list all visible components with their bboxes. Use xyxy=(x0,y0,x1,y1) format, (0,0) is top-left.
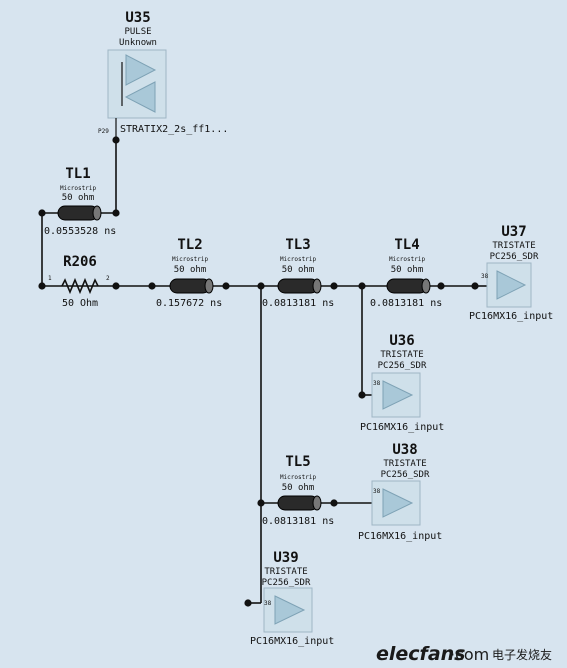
tl5-transmission-line[interactable]: TL5 Microstrip 50 ohm 0.0813181 ns xyxy=(257,454,338,527)
tl4-node-left xyxy=(358,282,366,290)
tl3-delay: 0.0813181 ns xyxy=(262,298,334,309)
tl1-body xyxy=(57,205,99,221)
u39-pin-node xyxy=(244,599,252,607)
r206-pin1: 1 xyxy=(48,275,52,282)
u38-part: PC16MX16_input xyxy=(358,531,442,542)
tl5-impedance: 50 ohm xyxy=(282,483,315,493)
tl2-delay: 0.157672 ns xyxy=(156,298,222,309)
r206-node-left xyxy=(38,282,46,290)
tl3-kind: Microstrip xyxy=(280,256,317,263)
tl4-node-u37 xyxy=(471,282,479,290)
u35-pulse-driver[interactable]: U35 PULSE Unknown P29 STRATIX2_2s_ff1... xyxy=(98,10,228,144)
u37-pin-label: 38 xyxy=(481,273,489,280)
u39-type: TRISTATE xyxy=(264,567,307,577)
u36-ref: U36 xyxy=(389,333,414,349)
tl4-node-right xyxy=(437,282,445,290)
u35-model: Unknown xyxy=(119,38,157,48)
tl1-transmission-line[interactable]: TL1 Microstrip 50 ohm 0.0553528 ns xyxy=(38,166,120,237)
tl1-impedance: 50 ohm xyxy=(62,193,95,203)
u39-pin-label: 38 xyxy=(264,600,272,607)
u39-receiver[interactable]: U39 TRISTATE PC256_SDR 38 PC16MX16_input xyxy=(244,550,334,647)
tl3-node-right xyxy=(330,282,338,290)
u35-triangle-top xyxy=(125,54,157,86)
tl3-cap xyxy=(312,278,322,294)
tl1-ref: TL1 xyxy=(65,166,90,182)
tl3-transmission-line[interactable]: TL3 Microstrip 50 ohm 0.0813181 ns xyxy=(257,237,338,309)
u39-triangle xyxy=(274,595,306,625)
tl5-node-left xyxy=(257,499,265,507)
tl1-node-left xyxy=(38,209,46,217)
tl5-cap xyxy=(312,495,322,511)
r206-pin2: 2 xyxy=(106,275,110,282)
watermark-bg xyxy=(367,638,567,668)
u38-pin-label: 38 xyxy=(373,488,381,495)
u35-pin-node xyxy=(112,136,120,144)
u35-part: STRATIX2_2s_ff1... xyxy=(120,124,228,135)
u36-type: TRISTATE xyxy=(380,350,423,360)
u37-triangle xyxy=(496,270,527,300)
u37-part: PC16MX16_input xyxy=(469,311,553,322)
u35-type: PULSE xyxy=(124,27,151,37)
u36-triangle xyxy=(382,380,414,410)
tl3-node-left xyxy=(257,282,265,290)
u39-ref: U39 xyxy=(273,550,298,566)
u37-receiver[interactable]: U37 TRISTATE PC256_SDR 38 PC16MX16_input xyxy=(469,224,553,322)
r206-node-right xyxy=(112,282,120,290)
tl2-impedance: 50 ohm xyxy=(174,265,207,275)
tl2-ref: TL2 xyxy=(177,237,202,253)
tl2-node-left xyxy=(148,282,156,290)
u36-pin-node xyxy=(358,391,366,399)
u36-pin-label: 38 xyxy=(373,380,381,387)
tl2-transmission-line[interactable]: TL2 Microstrip 50 ohm 0.157672 ns xyxy=(148,237,230,309)
tl3-body xyxy=(277,278,319,294)
watermark-domain: ·com xyxy=(450,645,489,664)
tl4-kind: Microstrip xyxy=(389,256,426,263)
u35-pin-label: P29 xyxy=(98,128,109,135)
tl5-delay: 0.0813181 ns xyxy=(262,516,334,527)
tl1-delay: 0.0553528 ns xyxy=(44,226,116,237)
u36-receiver[interactable]: U36 TRISTATE PC256_SDR 38 PC16MX16_input xyxy=(358,333,444,433)
u37-ref: U37 xyxy=(501,224,526,240)
tl5-kind: Microstrip xyxy=(280,474,317,481)
tl5-body xyxy=(277,495,319,511)
u38-triangle xyxy=(382,488,414,518)
tl1-cap xyxy=(92,205,102,221)
tl4-impedance: 50 ohm xyxy=(391,265,424,275)
tl4-body xyxy=(386,278,428,294)
r206-ref: R206 xyxy=(63,254,97,270)
tl4-delay: 0.0813181 ns xyxy=(370,298,442,309)
tl1-kind: Microstrip xyxy=(60,185,97,192)
u38-receiver[interactable]: U38 TRISTATE PC256_SDR 38 PC16MX16_input xyxy=(358,442,442,542)
u38-model: PC256_SDR xyxy=(381,470,430,480)
u36-model: PC256_SDR xyxy=(378,361,427,371)
u36-part: PC16MX16_input xyxy=(360,422,444,433)
tl2-cap xyxy=(204,278,214,294)
u39-model: PC256_SDR xyxy=(262,578,311,588)
u38-type: TRISTATE xyxy=(383,459,426,469)
tl5-node-right xyxy=(330,499,338,507)
u35-triangle-bottom xyxy=(124,81,156,113)
tl4-cap xyxy=(421,278,431,294)
tl5-ref: TL5 xyxy=(285,454,310,470)
tl3-impedance: 50 ohm xyxy=(282,265,315,275)
u35-ref: U35 xyxy=(125,10,150,26)
tl3-ref: TL3 xyxy=(285,237,310,253)
r206-value: 50 Ohm xyxy=(62,298,98,309)
u37-type: TRISTATE xyxy=(492,241,535,251)
watermark-logo: elecfans ·com 电子发烧友 xyxy=(367,638,567,668)
tl2-kind: Microstrip xyxy=(172,256,209,263)
u37-model: PC256_SDR xyxy=(490,252,539,262)
watermark-cn: 电子发烧友 xyxy=(492,647,552,662)
u39-part: PC16MX16_input xyxy=(250,636,334,647)
tl2-node-right xyxy=(222,282,230,290)
watermark-brand: elecfans xyxy=(376,643,465,665)
u38-ref: U38 xyxy=(392,442,417,458)
r206-zigzag xyxy=(61,277,99,295)
tl4-transmission-line[interactable]: TL4 Microstrip 50 ohm 0.0813181 ns xyxy=(358,237,479,309)
tl2-body xyxy=(169,278,211,294)
r206-resistor[interactable]: R206 1 2 50 Ohm xyxy=(38,254,120,309)
tl4-ref: TL4 xyxy=(394,237,419,253)
tl1-node-right xyxy=(112,209,120,217)
